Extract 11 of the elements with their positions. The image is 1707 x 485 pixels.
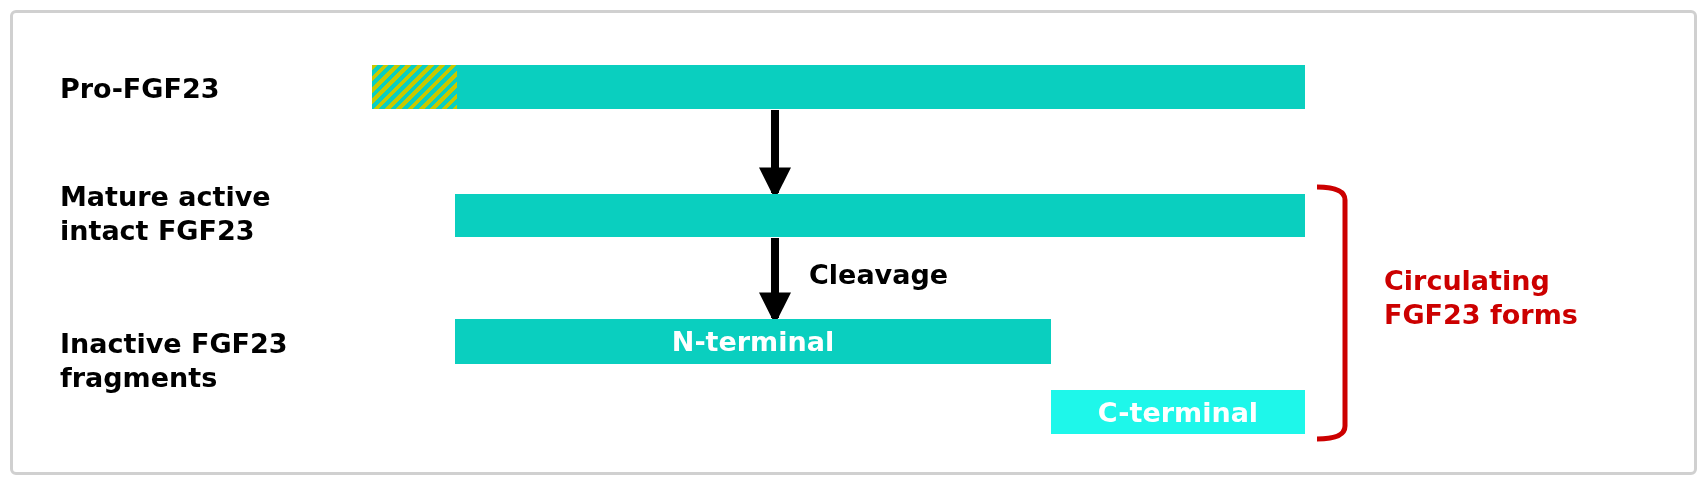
row-label: Inactive FGF23 fragments	[60, 327, 289, 395]
protein-bar	[455, 319, 1051, 364]
protein-bar	[372, 65, 1305, 109]
bracket-label: Circulating FGF23 forms	[1384, 264, 1579, 332]
bar-label: N-terminal	[671, 326, 835, 357]
row-label: Mature active intact FGF23	[60, 180, 272, 248]
row-label: Pro-FGF23	[60, 72, 221, 106]
protein-bar	[455, 194, 1305, 237]
protein-bar	[1051, 390, 1305, 434]
bar-label: C-terminal	[1097, 396, 1259, 428]
edge-label: Cleavage	[809, 258, 949, 292]
